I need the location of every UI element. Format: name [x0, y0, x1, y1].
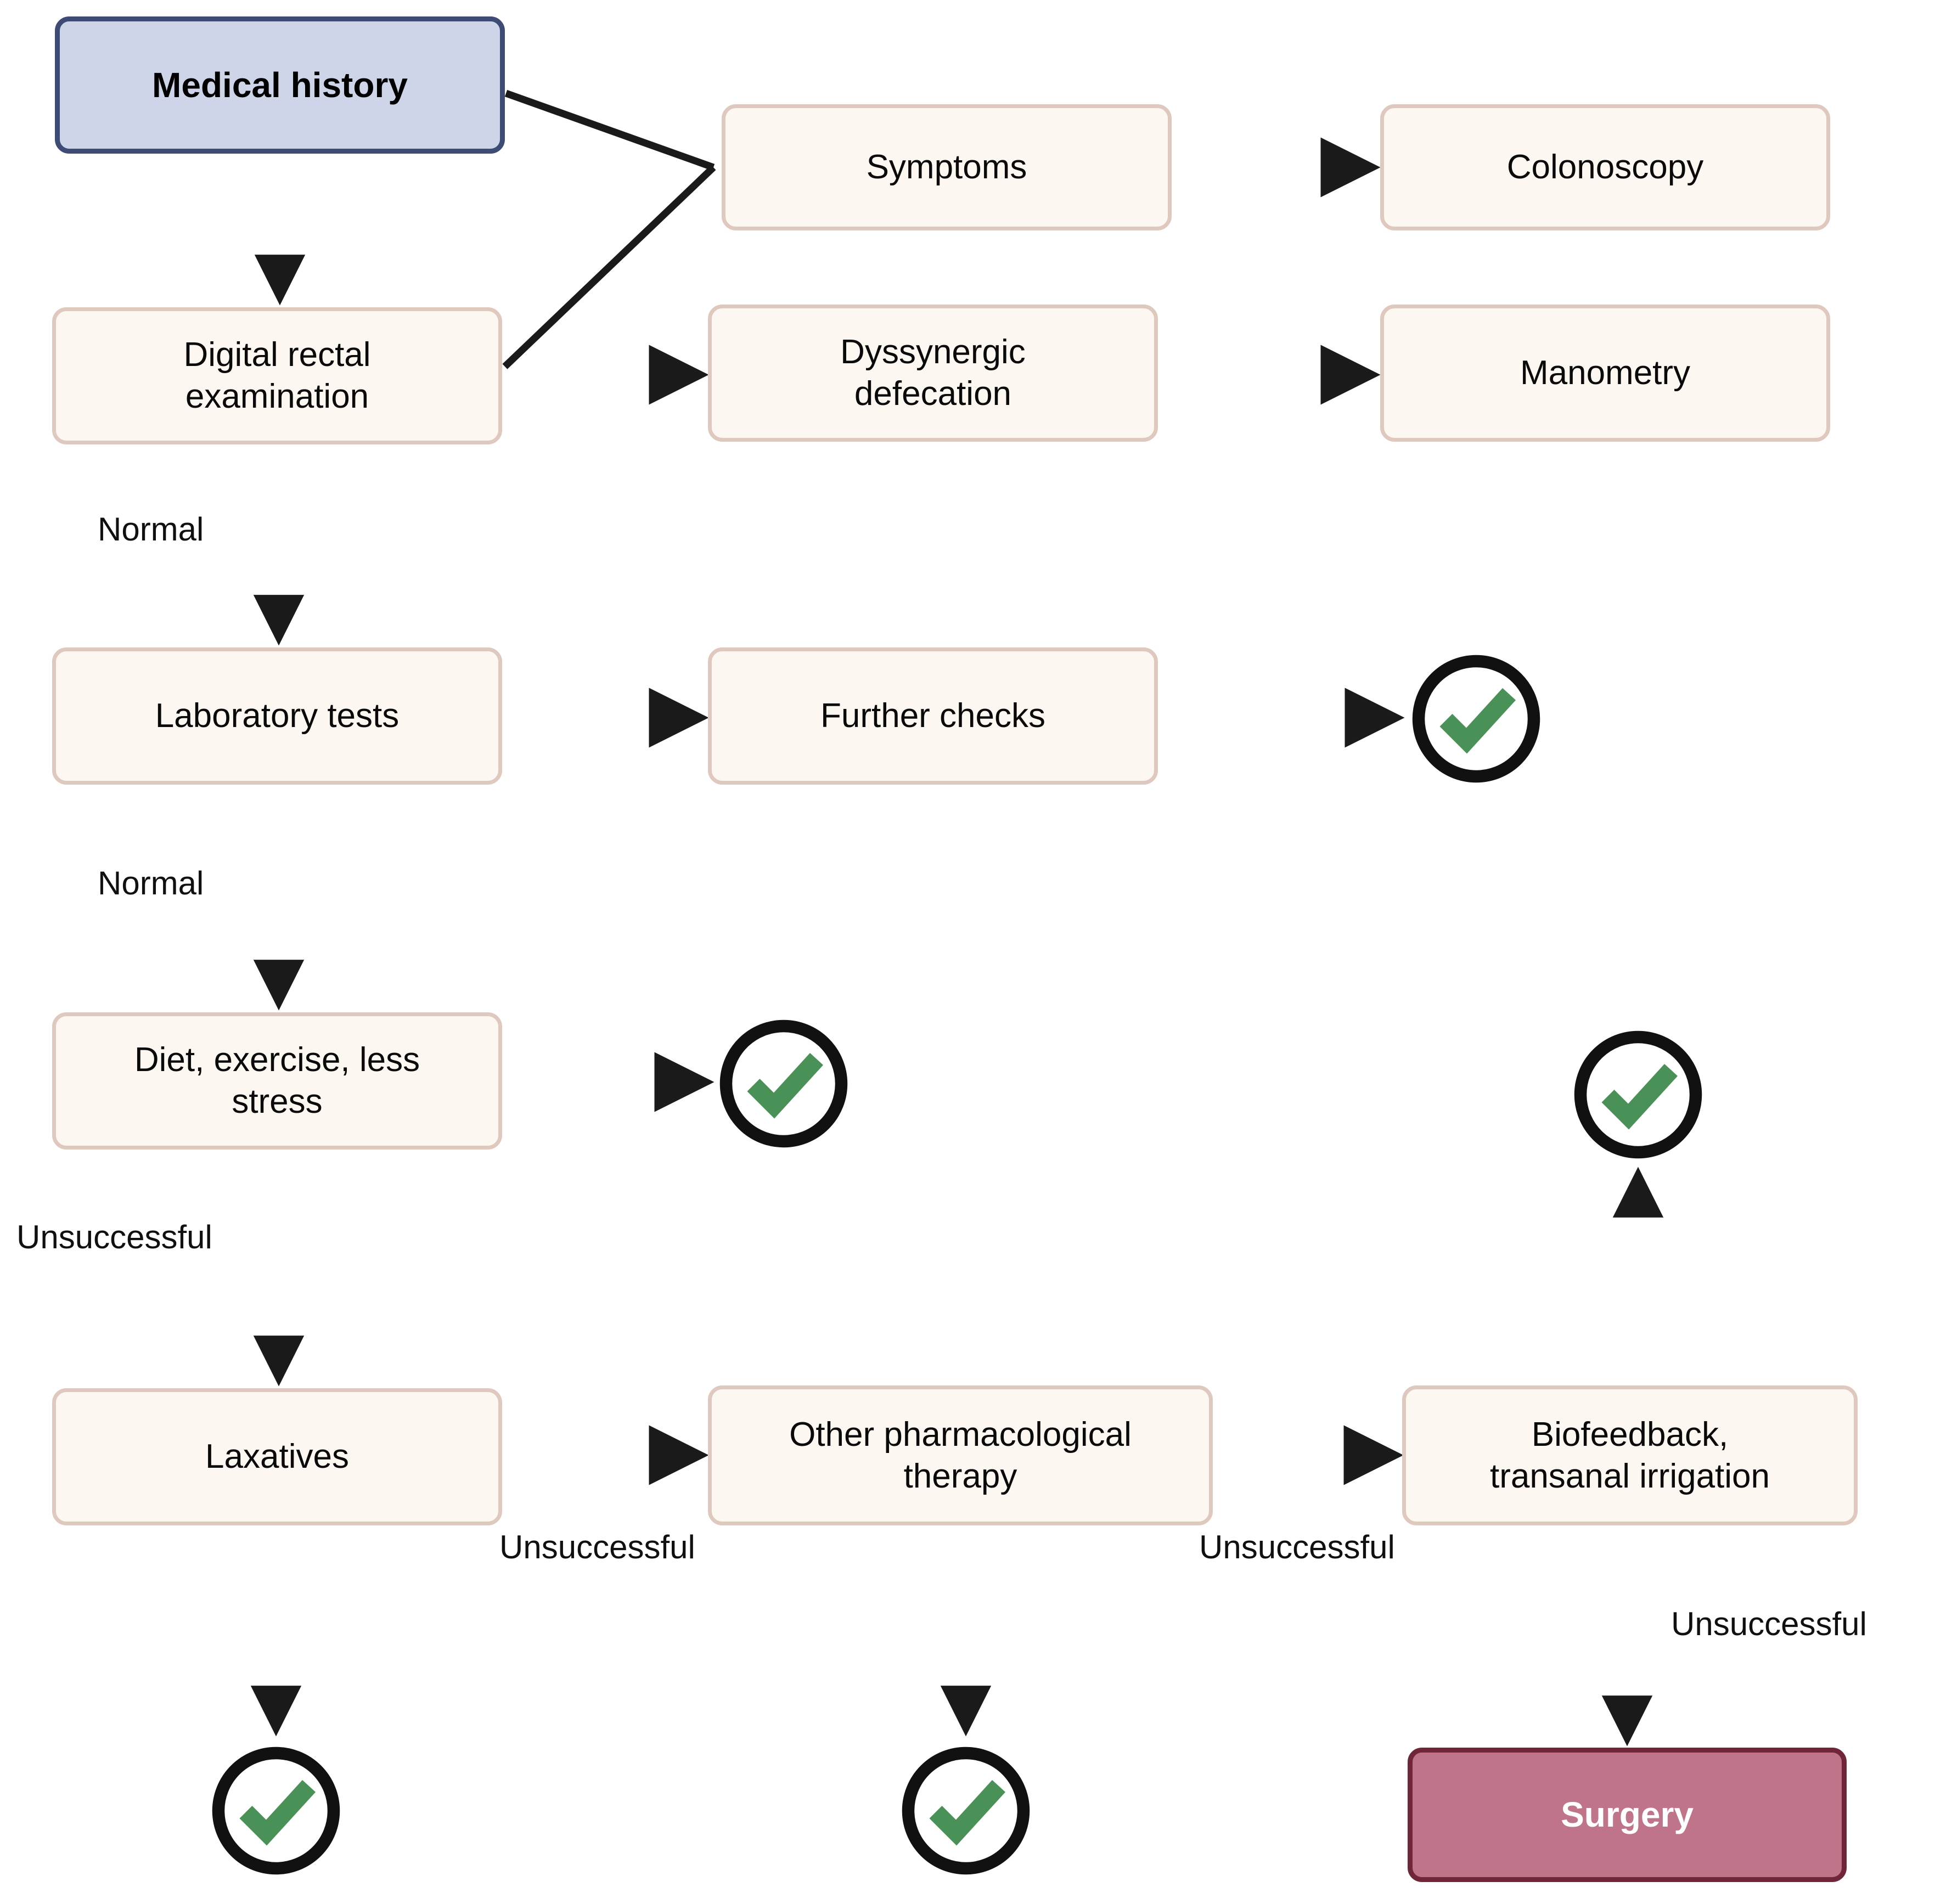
node-surgery[interactable]: Surgery [1408, 1748, 1847, 1882]
node-symptoms[interactable]: Symptoms [722, 104, 1172, 230]
node-label: Surgery [1561, 1795, 1694, 1835]
edge-label-unsuccessful: Unsuccessful [16, 1219, 212, 1255]
node-label: Dyssynergic defecation [840, 333, 1026, 413]
node-manometry[interactable]: Manometry [1380, 305, 1830, 442]
node-laboratory-tests[interactable]: Laboratory tests [52, 647, 502, 785]
node-digital-rectal-examination[interactable]: Digital rectal examination [52, 307, 502, 444]
edge-dre-to-symptoms [502, 165, 716, 369]
edge-label-unsuccessful: Unsuccessful [499, 1529, 695, 1565]
node-label: Laboratory tests [155, 697, 400, 735]
edge-history-to-symptoms [504, 89, 715, 171]
node-diet-exercise-less-stress[interactable]: Diet, exercise, less stress [52, 1012, 502, 1150]
node-label: Further checks [820, 697, 1046, 735]
success-check-icon [1408, 650, 1545, 787]
node-label: Biofeedback, transanal irrigation [1489, 1415, 1770, 1495]
success-check-icon [207, 1742, 345, 1879]
node-further-checks[interactable]: Further checks [708, 647, 1158, 785]
node-label: Symptoms [866, 148, 1027, 187]
edge-label-normal: Normal [98, 865, 204, 902]
node-medical-history[interactable]: Medical history [55, 16, 505, 154]
node-biofeedback-transanal-irrigation[interactable]: Biofeedback, transanal irrigation [1402, 1385, 1858, 1525]
node-label: Laxatives [205, 1438, 349, 1476]
node-label: Diet, exercise, less stress [134, 1041, 420, 1120]
node-label: Other pharmacological therapy [789, 1415, 1132, 1495]
success-check-icon [715, 1015, 852, 1152]
success-check-icon [897, 1742, 1034, 1879]
node-dyssynergic-defecation[interactable]: Dyssynergic defecation [708, 305, 1158, 442]
success-check-icon [1570, 1026, 1707, 1163]
node-other-pharmacological-therapy[interactable]: Other pharmacological therapy [708, 1385, 1213, 1525]
node-label: Medical history [152, 65, 408, 105]
node-label: Colonoscopy [1506, 148, 1704, 187]
edge-label-normal: Normal [98, 511, 204, 548]
node-label: Digital rectal examination [183, 336, 371, 415]
node-colonoscopy[interactable]: Colonoscopy [1380, 104, 1830, 230]
node-laxatives[interactable]: Laxatives [52, 1388, 502, 1525]
edge-label-unsuccessful: Unsuccessful [1671, 1606, 1867, 1642]
node-label: Manometry [1520, 354, 1691, 392]
edge-label-unsuccessful: Unsuccessful [1199, 1529, 1395, 1565]
